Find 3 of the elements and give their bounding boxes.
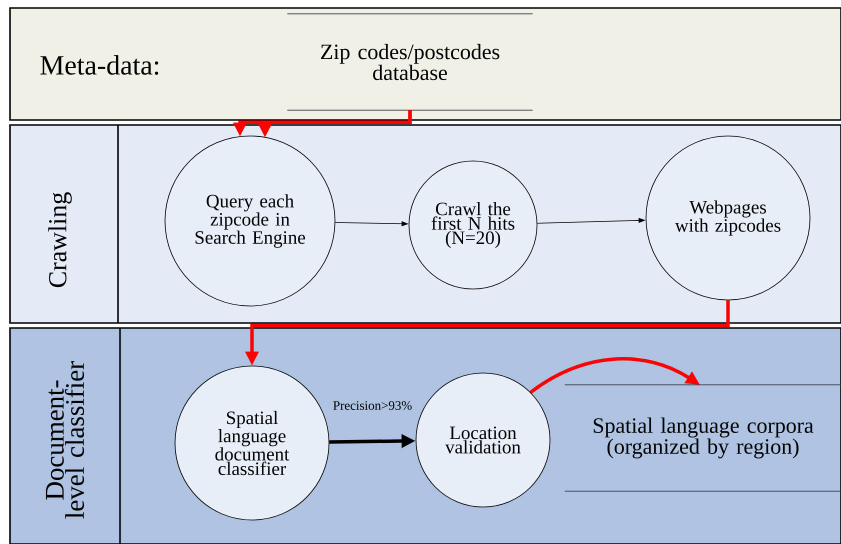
data-store: Spatial language corpora (organized by region) bbox=[564, 384, 841, 492]
edge-label: Precision>93% bbox=[332, 400, 414, 411]
data-store: Zip codes/postcodes database bbox=[286, 13, 534, 111]
